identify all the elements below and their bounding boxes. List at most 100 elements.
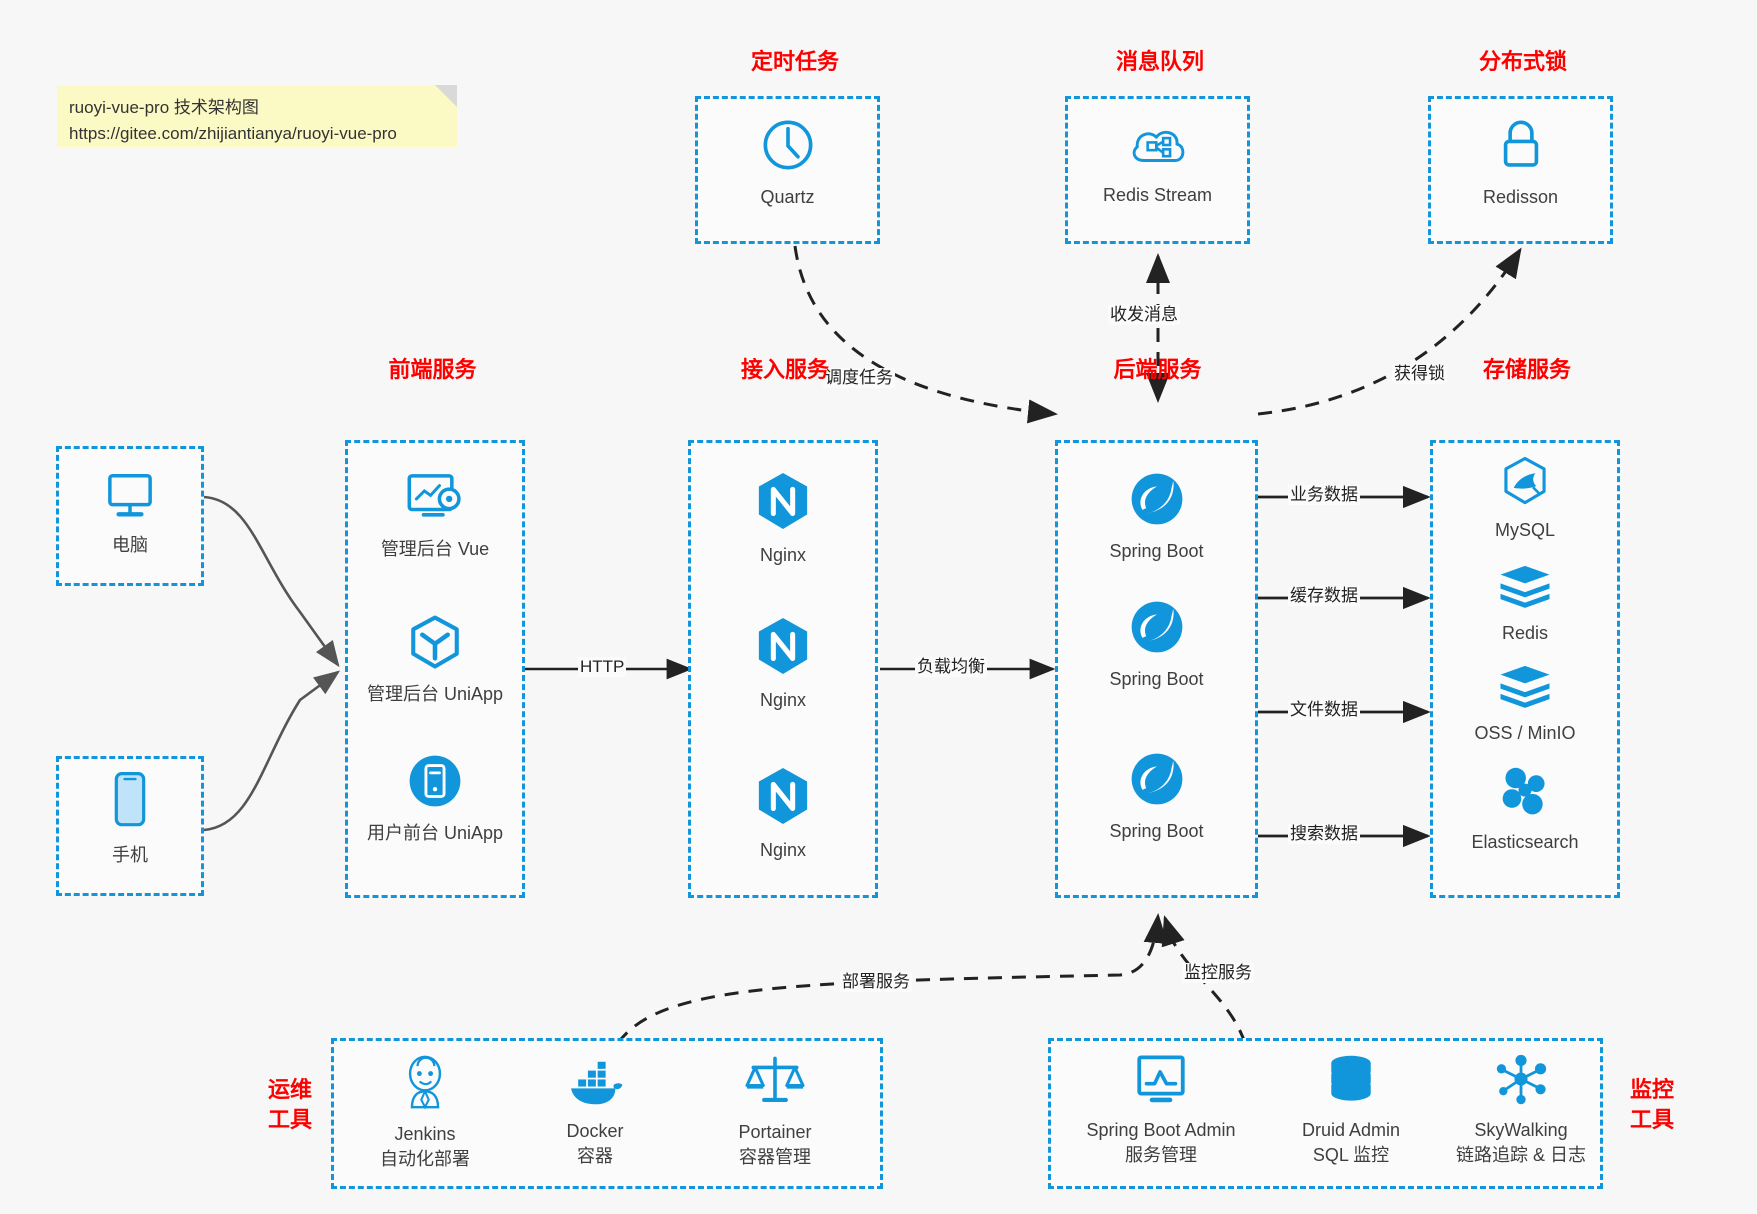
node-sublabel: SQL 监控 bbox=[1312, 1145, 1390, 1165]
edge-label-search-data: 搜索数据 bbox=[1288, 824, 1360, 844]
node-nginx-3[interactable]: Nginx bbox=[688, 765, 878, 862]
node-label: 电脑 bbox=[112, 535, 148, 555]
node-label: Docker bbox=[566, 1121, 624, 1141]
node-admin-uniapp[interactable]: 管理后台 UniApp bbox=[345, 613, 525, 706]
node-label: Elasticsearch bbox=[1471, 832, 1579, 852]
node-label: Nginx bbox=[759, 690, 807, 710]
node-sublabel: 自动化部署 bbox=[380, 1149, 470, 1169]
node-redisson[interactable]: Redisson bbox=[1428, 116, 1613, 209]
note-line-2: https://gitee.com/zhijiantianya/ruoyi-vu… bbox=[69, 124, 397, 143]
node-mysql[interactable]: MySQL bbox=[1430, 455, 1620, 542]
edge-label-business-data: 业务数据 bbox=[1288, 485, 1360, 505]
node-jenkins[interactable]: Jenkins 自动化部署 bbox=[340, 1053, 510, 1172]
oss-icon bbox=[1497, 662, 1553, 715]
edge-label-acquire-lock: 获得锁 bbox=[1392, 364, 1447, 384]
node-nginx-2[interactable]: Nginx bbox=[688, 615, 878, 712]
spring-icon bbox=[1128, 750, 1186, 813]
nginx-icon bbox=[755, 470, 811, 537]
node-spring-boot-2[interactable]: Spring Boot bbox=[1055, 598, 1258, 691]
scales-icon bbox=[744, 1053, 806, 1114]
group-title-storage: 存储服务 bbox=[1482, 357, 1571, 382]
nginx-icon bbox=[755, 765, 811, 832]
mobile-icon bbox=[108, 770, 152, 837]
app-round-icon bbox=[406, 752, 464, 815]
group-title-monitor-line1: 监控 bbox=[1629, 1077, 1674, 1102]
edge-label-monitor-service: 监控服务 bbox=[1182, 963, 1254, 983]
group-title-devops-line1: 运维 bbox=[267, 1077, 312, 1102]
lock-icon bbox=[1493, 116, 1549, 179]
spring-icon bbox=[1128, 598, 1186, 661]
group-title-monitor-line2: 工具 bbox=[1629, 1107, 1674, 1132]
node-elasticsearch[interactable]: Elasticsearch bbox=[1430, 765, 1620, 854]
edge-acquire-lock bbox=[1257, 247, 1522, 416]
node-label: Redis Stream bbox=[1102, 185, 1213, 205]
edge-label-send-receive-message: 收发消息 bbox=[1108, 305, 1180, 325]
group-title-scheduler: 定时任务 bbox=[750, 49, 839, 74]
node-spring-boot-1[interactable]: Spring Boot bbox=[1055, 470, 1258, 563]
node-label: 用户前台 UniApp bbox=[366, 823, 504, 843]
node-label: Spring Boot bbox=[1109, 541, 1204, 561]
node-label: OSS / MinIO bbox=[1474, 723, 1576, 743]
edge-label-file-data: 文件数据 bbox=[1288, 700, 1360, 720]
group-title-monitor: 监控 工具 bbox=[1617, 1075, 1687, 1135]
node-nginx-1[interactable]: Nginx bbox=[688, 470, 878, 567]
node-label: SkyWalking bbox=[1474, 1120, 1568, 1140]
edge-label-http: HTTP bbox=[578, 657, 627, 677]
node-spring-boot-3[interactable]: Spring Boot bbox=[1055, 750, 1258, 843]
edge-label-load-balance: 负载均衡 bbox=[915, 657, 987, 677]
node-spring-boot-admin[interactable]: Spring Boot Admin 服务管理 bbox=[1056, 1053, 1266, 1168]
node-label: Redisson bbox=[1482, 187, 1559, 207]
group-title-backend: 后端服务 bbox=[1113, 357, 1202, 382]
node-skywalking[interactable]: SkyWalking 链路追踪 & 日志 bbox=[1436, 1053, 1606, 1168]
node-label: Druid Admin bbox=[1301, 1120, 1401, 1140]
node-admin-vue[interactable]: 管理后台 Vue bbox=[345, 470, 525, 561]
group-title-frontend: 前端服务 bbox=[388, 357, 477, 382]
node-user-uniapp[interactable]: 用户前台 UniApp bbox=[345, 752, 525, 845]
group-title-mq: 消息队列 bbox=[1115, 49, 1204, 74]
clock-icon bbox=[759, 116, 817, 179]
nginx-icon bbox=[755, 615, 811, 682]
node-label: Quartz bbox=[760, 187, 815, 207]
node-sublabel: 容器管理 bbox=[739, 1147, 811, 1167]
group-box-mq bbox=[1065, 96, 1250, 244]
node-redis-stream[interactable]: Redis Stream bbox=[1065, 118, 1250, 207]
node-sublabel: 服务管理 bbox=[1125, 1145, 1197, 1165]
node-label: Spring Boot Admin bbox=[1086, 1120, 1236, 1140]
node-label: 管理后台 Vue bbox=[380, 539, 490, 559]
node-quartz[interactable]: Quartz bbox=[695, 116, 880, 209]
node-desktop[interactable]: 电脑 bbox=[56, 468, 204, 557]
desktop-icon bbox=[102, 468, 158, 527]
node-sublabel: 链路追踪 & 日志 bbox=[1455, 1145, 1586, 1165]
cube-icon bbox=[406, 613, 464, 676]
network-nodes-icon bbox=[1493, 1053, 1549, 1112]
note-fold-corner bbox=[435, 85, 457, 107]
group-title-lock: 分布式锁 bbox=[1478, 49, 1567, 74]
elasticsearch-icon bbox=[1497, 765, 1553, 824]
node-mobile[interactable]: 手机 bbox=[56, 770, 204, 867]
node-label: Spring Boot bbox=[1109, 669, 1204, 689]
node-label: 管理后台 UniApp bbox=[366, 684, 504, 704]
node-redis[interactable]: Redis bbox=[1430, 562, 1620, 645]
node-label: Spring Boot bbox=[1109, 821, 1204, 841]
node-oss-minio[interactable]: OSS / MinIO bbox=[1430, 662, 1620, 745]
database-icon bbox=[1325, 1053, 1377, 1112]
group-box-devops bbox=[331, 1038, 883, 1189]
node-druid-admin[interactable]: Druid Admin SQL 监控 bbox=[1266, 1053, 1436, 1168]
cloud-stream-icon bbox=[1127, 118, 1189, 177]
edge-desktop-to-frontend bbox=[203, 495, 340, 668]
group-box-lock bbox=[1428, 96, 1613, 244]
mysql-icon bbox=[1499, 455, 1551, 512]
node-portainer[interactable]: Portainer 容器管理 bbox=[680, 1053, 870, 1170]
note-line-1: ruoyi-vue-pro 技术架构图 bbox=[69, 98, 259, 117]
edge-label-cache-data: 缓存数据 bbox=[1288, 586, 1360, 606]
monitor-chart-icon bbox=[1132, 1053, 1190, 1112]
node-label: MySQL bbox=[1494, 520, 1555, 540]
group-title-devops-line2: 工具 bbox=[267, 1107, 312, 1132]
node-label: Nginx bbox=[759, 545, 807, 565]
group-title-gateway: 接入服务 bbox=[740, 357, 829, 382]
node-sublabel: 容器 bbox=[577, 1146, 613, 1166]
jenkins-icon bbox=[397, 1053, 453, 1116]
node-docker[interactable]: Docker 容器 bbox=[510, 1058, 680, 1169]
node-label: Nginx bbox=[759, 840, 807, 860]
